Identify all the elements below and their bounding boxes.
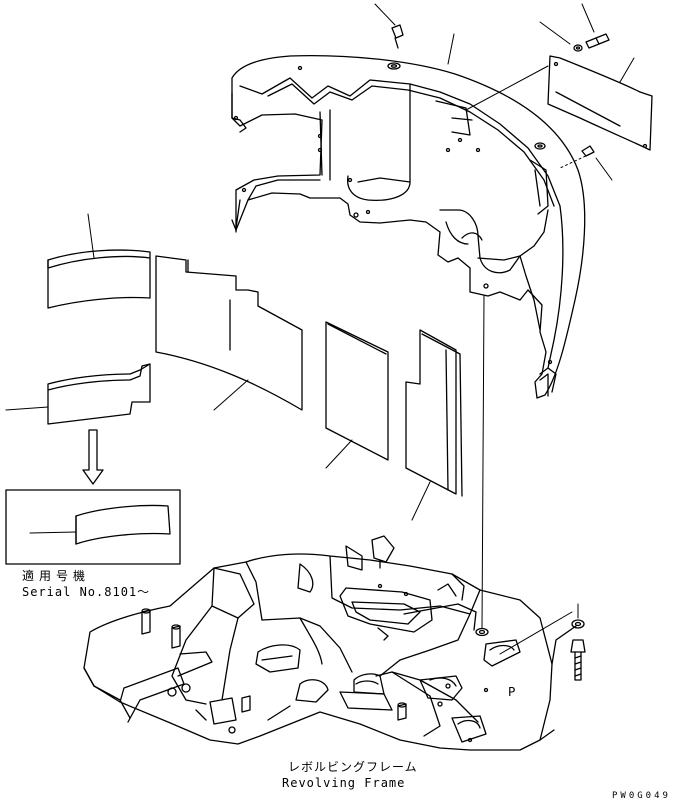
svg-text:P: P [508, 685, 515, 699]
counterweight-cover [231, 54, 586, 399]
frame-label-en: Revolving Frame [282, 776, 406, 790]
bolt-right-icon [581, 145, 595, 157]
leader-lines-upper [374, 3, 635, 629]
access-plate [547, 55, 653, 151]
serial-label-en: Serial No.8101～ [22, 585, 151, 599]
leader-mat-large [213, 379, 249, 411]
mat-stepped [405, 329, 463, 497]
bolt-top-icon [391, 24, 404, 49]
frame-label-jp: レボルビングフレーム [288, 760, 418, 774]
mat-large [155, 255, 303, 411]
bolt-lower-right-icon [499, 603, 586, 681]
mat-curved-upper [47, 249, 151, 309]
washer-bolt-top-right-icon [573, 33, 610, 52]
revolving-frame: P [83, 535, 577, 751]
leader-mat-stepped [411, 481, 431, 521]
drawing-code: PW0G049 [612, 791, 671, 801]
arrow-down-icon [82, 429, 104, 485]
mat-curved-lower [47, 363, 151, 425]
serial-label-jp: 適用号機 [22, 569, 91, 583]
leader-mat-upper [87, 213, 95, 259]
mat-rect [325, 321, 389, 461]
inset-box [5, 489, 181, 565]
leader-mat-rect [325, 439, 353, 469]
leader-mat-lower [5, 406, 49, 411]
